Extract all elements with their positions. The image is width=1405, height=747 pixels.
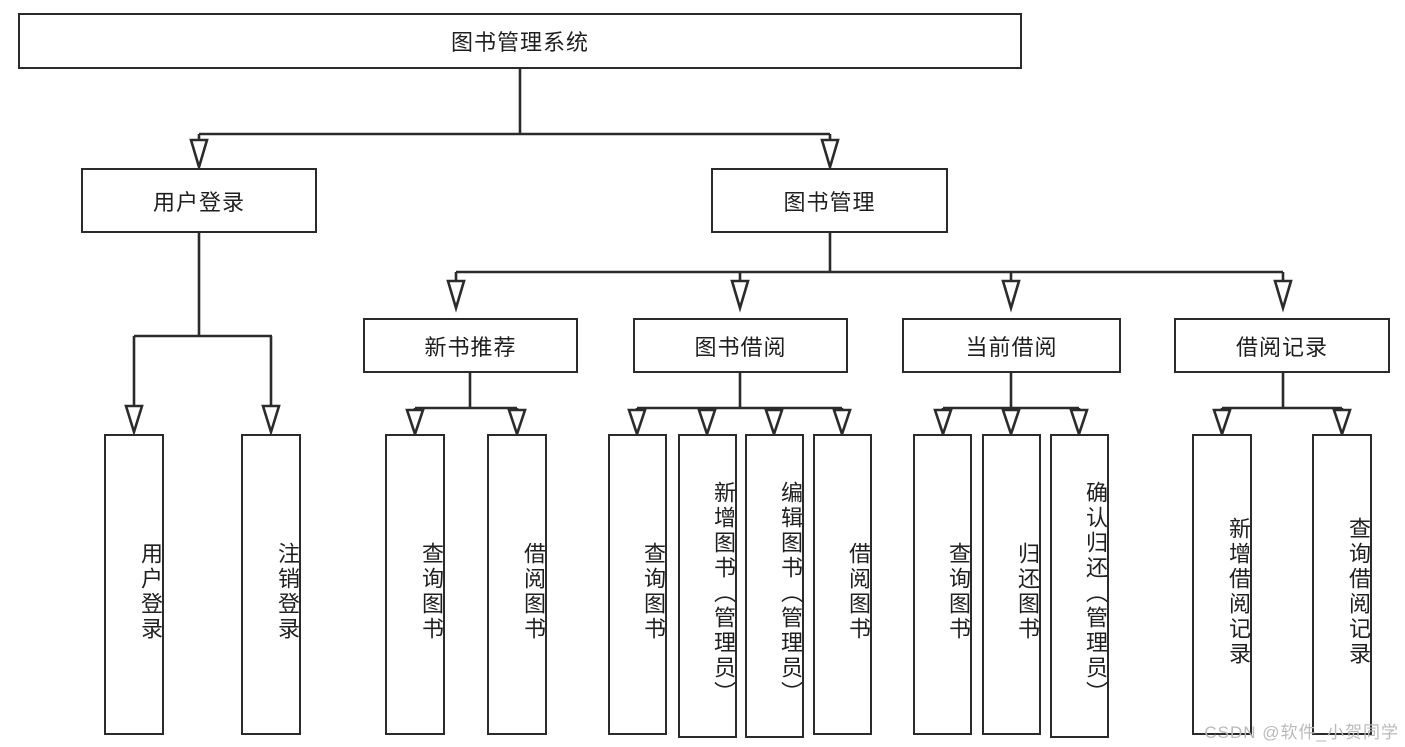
node-label: 查询图书 — [419, 541, 444, 642]
node-user-login[interactable]: 用户登录 — [81, 168, 317, 233]
node-book-management[interactable]: 图书管理 — [711, 168, 948, 233]
node-label: 注销登录 — [275, 541, 300, 642]
node-label: 新增图书（管理员） — [711, 480, 736, 706]
leaf-new-book-query[interactable]: 查询图书 — [385, 434, 445, 735]
leaf-current-query-book[interactable]: 查询图书 — [913, 434, 972, 735]
watermark: CSDN @软件_小贺同学 — [1204, 723, 1399, 742]
node-label: 查询图书 — [641, 541, 666, 642]
node-label: 查询图书 — [946, 541, 971, 642]
leaf-user-login-login[interactable]: 用户登录 — [104, 434, 164, 735]
leaf-current-confirm-return-admin[interactable]: 确认归还（管理员） — [1050, 434, 1109, 738]
node-label: 图书管理 — [783, 189, 876, 215]
node-label: 用户登录 — [138, 541, 163, 642]
node-label: 归还图书 — [1015, 541, 1040, 642]
leaf-borrow-add-book-admin[interactable]: 新增图书（管理员） — [678, 434, 737, 738]
leaf-user-login-logout[interactable]: 注销登录 — [241, 434, 301, 735]
node-book-borrow[interactable]: 图书借阅 — [633, 318, 848, 373]
node-label: 借阅图书 — [521, 541, 546, 642]
leaf-borrow-query-book[interactable]: 查询图书 — [608, 434, 667, 735]
leaf-new-book-borrow[interactable]: 借阅图书 — [487, 434, 547, 735]
node-root-system[interactable]: 图书管理系统 — [18, 13, 1022, 69]
node-label: 确认归还（管理员） — [1083, 480, 1108, 706]
node-label: 当前借阅 — [965, 334, 1058, 360]
leaf-borrow-borrow-book[interactable]: 借阅图书 — [813, 434, 872, 735]
node-label: 查询借阅记录 — [1346, 516, 1371, 667]
leaf-current-return-book[interactable]: 归还图书 — [982, 434, 1041, 735]
leaf-record-add-record[interactable]: 新增借阅记录 — [1192, 434, 1252, 735]
node-label: 用户登录 — [152, 189, 245, 215]
node-label: 新增借阅记录 — [1226, 516, 1251, 667]
leaf-borrow-edit-book-admin[interactable]: 编辑图书（管理员） — [745, 434, 804, 738]
node-label: 借阅记录 — [1235, 334, 1328, 360]
node-new-book-recommend[interactable]: 新书推荐 — [363, 318, 578, 373]
node-label: 新书推荐 — [424, 334, 517, 360]
node-borrow-record[interactable]: 借阅记录 — [1174, 318, 1390, 373]
node-label: 图书管理系统 — [450, 30, 589, 55]
node-current-borrow[interactable]: 当前借阅 — [902, 318, 1121, 373]
node-label: 图书借阅 — [694, 334, 787, 360]
leaf-record-query-record[interactable]: 查询借阅记录 — [1312, 434, 1372, 735]
node-label: 编辑图书（管理员） — [778, 480, 803, 706]
node-label: 借阅图书 — [846, 541, 871, 642]
